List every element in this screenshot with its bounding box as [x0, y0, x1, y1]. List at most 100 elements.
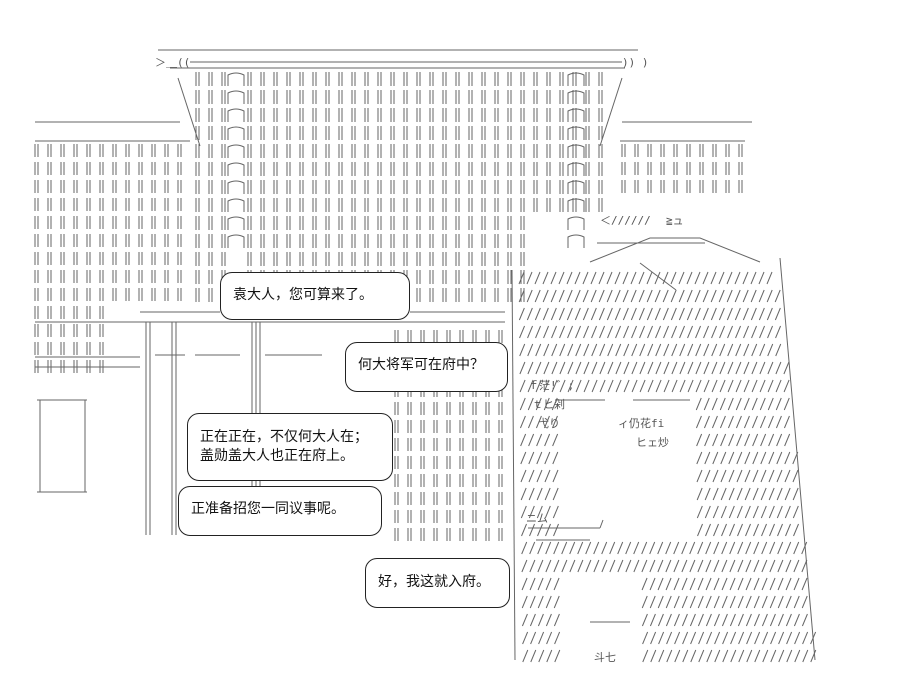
- robe-hatch: [679, 325, 686, 339]
- robe-hatch: [609, 541, 616, 555]
- robe-hatch: [543, 325, 550, 339]
- robe-hatch: [751, 397, 758, 411]
- robe-hatch: [713, 577, 720, 591]
- robe-hatch: [601, 541, 608, 555]
- robe-hatch: [535, 325, 542, 339]
- robe-hatch: [607, 325, 614, 339]
- robe-hatch: [649, 577, 656, 591]
- robe-hatch: [598, 307, 605, 321]
- robe-hatch: [599, 379, 606, 393]
- arched-column: [227, 180, 245, 194]
- robe-hatch: [751, 415, 758, 429]
- robe-hatch: [639, 361, 646, 375]
- robe-hatch: [752, 505, 759, 519]
- robe-hatch: [583, 361, 590, 375]
- robe-hatch: [776, 451, 783, 465]
- robe-hatch: [638, 271, 645, 285]
- robe-hatch: [577, 559, 584, 573]
- figure-right-edge: [779, 257, 816, 661]
- robe-hatch: [521, 559, 528, 573]
- robe-hatch: [720, 433, 727, 447]
- robe-hatch: [545, 613, 552, 627]
- robe-hatch: [631, 361, 638, 375]
- robe-hatch: [561, 541, 568, 555]
- robe-hatch: [623, 343, 630, 357]
- robe-hatch: [678, 289, 685, 303]
- robe-hatch: [647, 343, 654, 357]
- hat-left-fragment: ＜//////: [600, 214, 651, 227]
- robe-hatch: [681, 559, 688, 573]
- robe-hatch: [536, 433, 543, 447]
- robe-hatch: [623, 325, 630, 339]
- speech-bubble-2: 何大将军可在府中？: [345, 342, 508, 392]
- robe-hatch: [529, 559, 536, 573]
- robe-hatch: [720, 469, 727, 483]
- robe-hatch: [729, 595, 736, 609]
- robe-hatch: [776, 487, 783, 501]
- robe-hatch: [776, 505, 783, 519]
- robe-hatch: [743, 325, 750, 339]
- robe-hatch: [721, 595, 728, 609]
- speech-text-line-2: 盖勋盖大人也正在府上。: [200, 448, 354, 464]
- robe-hatch: [673, 613, 680, 627]
- robe-hatch: [542, 289, 549, 303]
- robe-hatch: [607, 343, 614, 357]
- robe-hatch: [521, 577, 528, 591]
- sleeve-detail: [536, 519, 604, 541]
- robe-hatch: [743, 379, 750, 393]
- robe-hatch: [615, 325, 622, 339]
- robe-hatch: [566, 271, 573, 285]
- robe-hatch: [752, 487, 759, 501]
- robe-hatch: [630, 289, 637, 303]
- robe-hatch: [631, 379, 638, 393]
- robe-hatch: [776, 469, 783, 483]
- robe-hatch: [774, 289, 781, 303]
- robe-hatch: [529, 523, 535, 537]
- robe-hatch: [544, 487, 551, 501]
- robe-hatch: [736, 433, 743, 447]
- robe-hatch: [696, 469, 703, 483]
- robe-hatch: [575, 361, 582, 375]
- robe-hatch: [721, 559, 728, 573]
- robe-hatch: [520, 505, 527, 519]
- robe-hatch: [520, 433, 527, 447]
- robe-hatch: [614, 271, 621, 285]
- robe-hatch: [746, 649, 753, 663]
- speech-text: 好，我这就入府。: [378, 574, 490, 590]
- robe-hatch: [544, 451, 551, 465]
- robe-hatch: [649, 595, 656, 609]
- robe-hatch: [792, 487, 799, 501]
- robe-hatch: [598, 289, 605, 303]
- robe-hatch: [527, 415, 534, 429]
- robe-hatch: [727, 343, 734, 357]
- robe-hatch: [742, 271, 749, 285]
- robe-hatch: [546, 649, 553, 663]
- robe-hatch: [599, 343, 606, 357]
- robe-hatch: [769, 523, 775, 537]
- robe-hatch: [706, 631, 713, 645]
- robe-hatch: [752, 469, 759, 483]
- robe-hatch: [681, 595, 688, 609]
- robe-hatch: [529, 613, 536, 627]
- robe-hatch: [678, 307, 685, 321]
- robe-hatch: [744, 469, 751, 483]
- char-fragment-7: ニム: [526, 512, 548, 525]
- hat-top-fragment: ≧ュ: [666, 214, 684, 227]
- robe-hatch: [670, 289, 677, 303]
- arched-column: [227, 234, 245, 248]
- robe-hatch: [623, 361, 630, 375]
- robe-hatch: [631, 325, 638, 339]
- robe-hatch: [553, 559, 560, 573]
- robe-hatch: [551, 361, 558, 375]
- robe-hatch: [694, 289, 701, 303]
- robe-hatch: [679, 361, 686, 375]
- robe-hatch: [559, 343, 566, 357]
- robe-hatch: [695, 379, 702, 393]
- robe-hatch: [777, 595, 784, 609]
- robe-hatch: [704, 433, 711, 447]
- robe-hatch: [735, 361, 742, 375]
- robe-hatch: [673, 559, 680, 573]
- robe-hatch: [775, 379, 782, 393]
- speech-text: 何大将军可在府中？: [358, 357, 484, 373]
- robe-hatch: [768, 469, 775, 483]
